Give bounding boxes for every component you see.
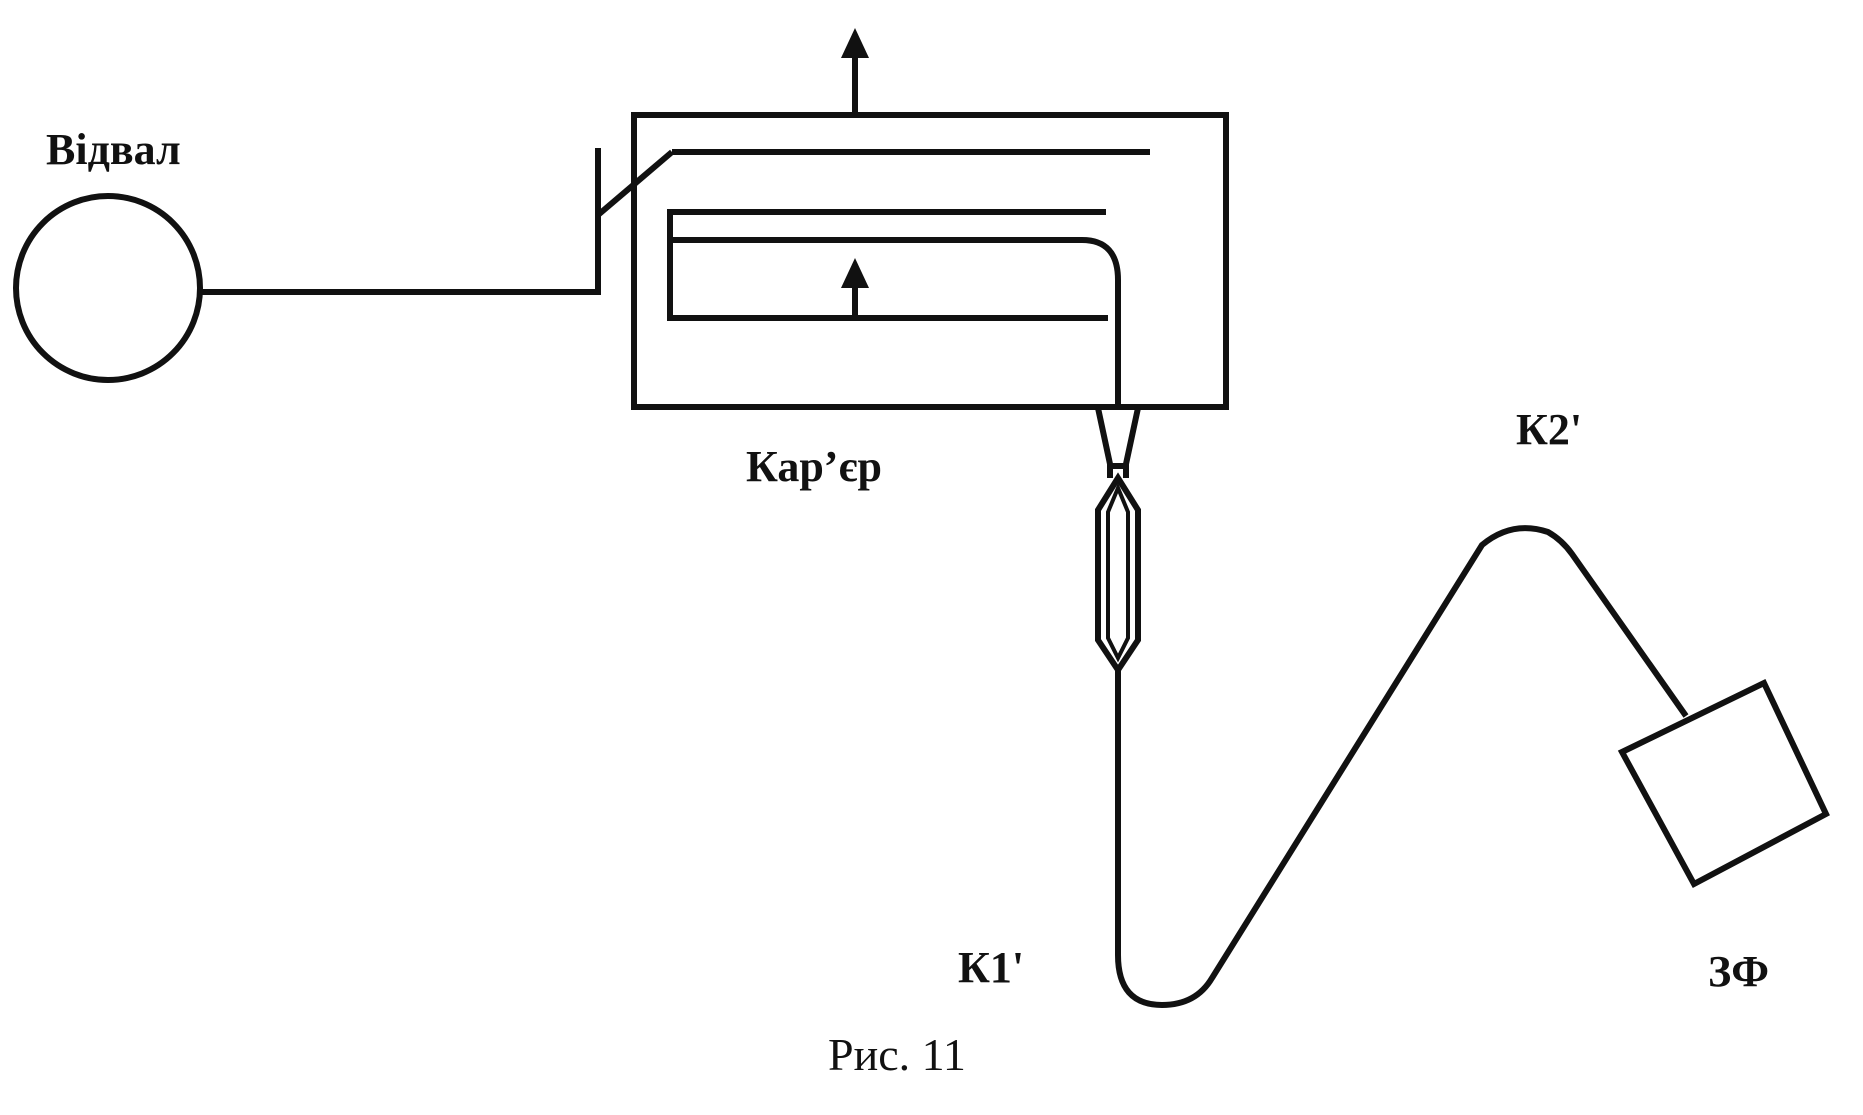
processing-plant-box	[1617, 678, 1830, 889]
quarry-outline	[631, 112, 1229, 410]
haul-road-main	[1115, 525, 1689, 1009]
inner-arrow-head	[841, 258, 869, 288]
quarry-label: Кар’єр	[746, 442, 882, 491]
funnel-left	[1095, 407, 1113, 478]
dump-circle	[13, 193, 203, 383]
figure-caption: Рис. 11	[828, 1029, 966, 1080]
processing-plant-label: ЗФ	[1708, 947, 1770, 996]
funnel-right	[1123, 407, 1141, 478]
dump-road	[200, 148, 601, 295]
k2-label: К2'	[1516, 405, 1583, 454]
passing-section-outer	[1095, 472, 1141, 676]
haul-road-exit	[670, 237, 1121, 408]
passing-section-inner	[1106, 482, 1130, 663]
inner-bench-bracket	[667, 209, 1108, 321]
dump-label: Відвал	[46, 125, 181, 174]
quarry-top-arrow-head	[841, 28, 869, 58]
k1-label: К1'	[958, 943, 1025, 992]
